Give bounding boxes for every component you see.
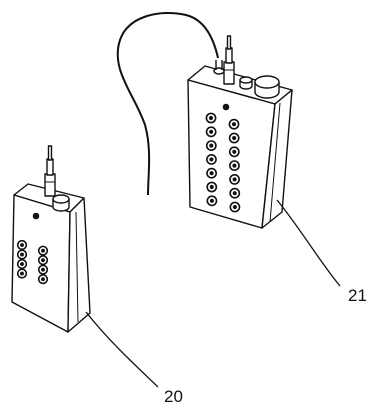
socket-pin: [232, 135, 237, 141]
socket-pin: [232, 149, 237, 154]
socket-pin: [41, 258, 45, 263]
socket-pin: [209, 184, 214, 190]
large-device-sockets: [205, 112, 241, 213]
socket-pin: [208, 115, 214, 121]
reference-numeral-21: 21: [348, 286, 367, 305]
socket-pin: [20, 262, 24, 266]
socket-pin: [209, 129, 214, 134]
socket-pin: [209, 143, 214, 148]
small-device: [11, 145, 159, 388]
socket-pin: [232, 163, 237, 168]
socket-pin: [41, 267, 45, 272]
socket-pin: [20, 252, 24, 257]
socket-pin: [232, 191, 237, 196]
socket-pin: [231, 122, 237, 127]
large-device-indicator: [222, 103, 230, 111]
large-device: [116, 11, 341, 287]
socket-pin: [209, 157, 214, 162]
socket-pin: [209, 171, 214, 176]
small-device-knob: [52, 194, 70, 212]
small-device-edge-highlight: [75, 211, 79, 323]
socket-pin: [20, 243, 24, 247]
small-device-leader: [85, 311, 159, 388]
socket-pin: [232, 177, 237, 182]
large-device-side: [261, 89, 293, 229]
large-device-edge-highlight: [269, 102, 281, 223]
socket-pin: [232, 204, 237, 210]
socket-pin: [41, 277, 45, 282]
socket-pin: [209, 198, 214, 203]
large-device-knob: [254, 75, 280, 99]
cable: [116, 11, 219, 196]
large-device-cap: [239, 76, 253, 90]
large-device-antenna: [223, 35, 235, 85]
large-device-cable-connector: [213, 60, 225, 75]
small-device-sockets: [16, 239, 49, 285]
socket-pin: [41, 248, 45, 253]
small-device-side: [67, 197, 91, 333]
reference-numeral-20: 20: [164, 387, 183, 406]
socket-pin: [20, 271, 24, 276]
small-device-indicator: [32, 212, 40, 220]
small-device-antenna: [44, 145, 56, 197]
large-device-leader: [276, 199, 341, 287]
